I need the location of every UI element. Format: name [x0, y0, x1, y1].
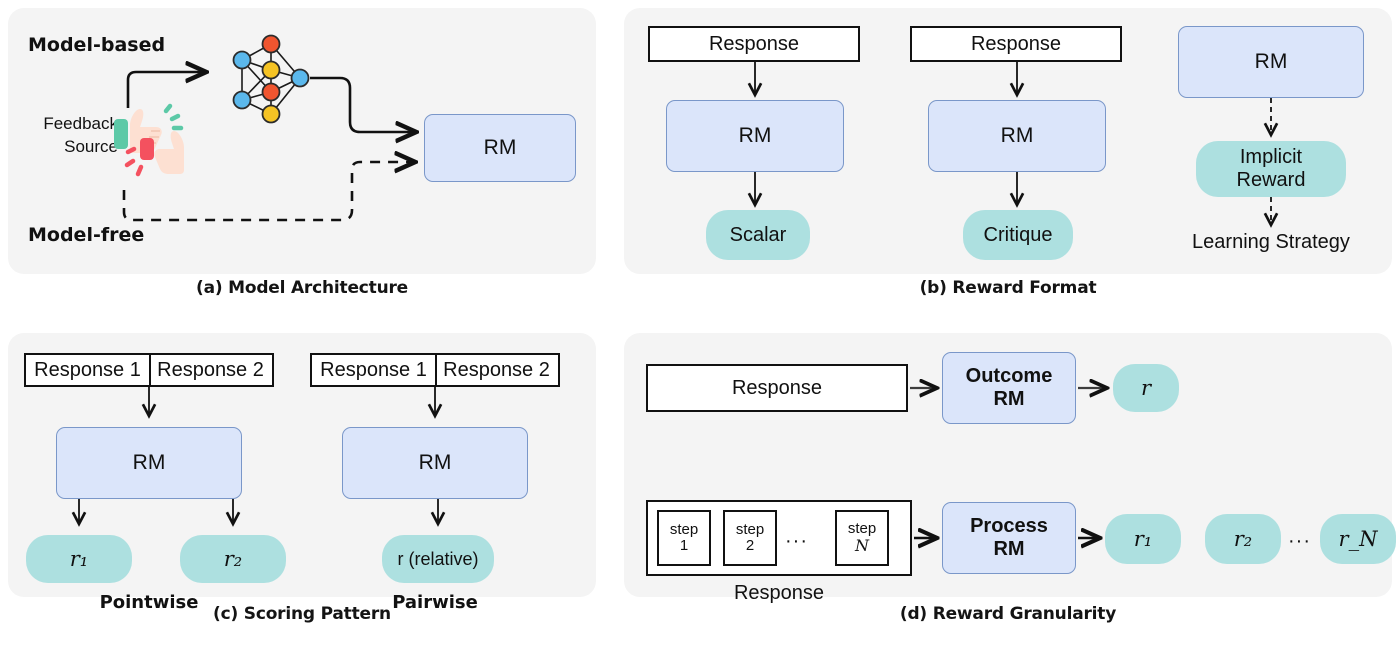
- label-feedback-source: Feedback Source: [6, 113, 118, 159]
- feedback-source-line-1: Feedback: [43, 114, 118, 133]
- step-box-2[interactable]: step 2: [723, 510, 777, 566]
- step-box-n-index: N: [855, 536, 869, 556]
- step-box-n-word: step: [847, 519, 877, 537]
- pointwise-label: Pointwise: [99, 592, 199, 613]
- implicit-reward-line-2: Reward: [1236, 169, 1306, 191]
- response-1-label-c1: Response 1: [34, 358, 141, 381]
- rm-box-a[interactable]: RM: [424, 114, 576, 182]
- reward-node-d1-r[interactable]: r: [1113, 364, 1179, 412]
- outcome-rm-line-2: RM: [993, 388, 1025, 410]
- response-2-label-c1: Response 2: [157, 358, 264, 381]
- step-box-1-word: step: [669, 520, 699, 538]
- outcome-rm-box[interactable]: Outcome RM: [942, 352, 1076, 424]
- step-box-2-index: 2: [745, 537, 755, 554]
- implicit-reward-node-b3[interactable]: Implicit Reward: [1196, 141, 1346, 197]
- rm-box-b1[interactable]: RM: [666, 100, 844, 172]
- caption-panel-c: (c) Scoring Pattern: [213, 604, 391, 624]
- rm-box-c1[interactable]: RM: [56, 427, 242, 499]
- caption-panel-b: (b) Reward Format: [919, 278, 1097, 298]
- process-rm-box[interactable]: Process RM: [942, 502, 1076, 574]
- reward-node-c1-r2[interactable]: r₂: [180, 535, 286, 583]
- response-2-label-c2: Response 2: [443, 358, 550, 381]
- learning-strategy-label-b3: Learning Strategy: [1192, 231, 1350, 253]
- step-box-2-word: step: [735, 520, 765, 538]
- response-pair-divider-c2: [435, 353, 438, 387]
- response-box-b2[interactable]: Response: [910, 26, 1122, 62]
- steps-ellipsis: ···: [785, 530, 808, 552]
- reward-node-c2-relative[interactable]: r (relative): [382, 535, 494, 583]
- reward-node-d2-r1[interactable]: r₁: [1105, 514, 1181, 564]
- response-pair-divider-c1: [149, 353, 152, 387]
- response-box-d1[interactable]: Response: [646, 364, 908, 412]
- label-model-free: Model-free: [28, 224, 145, 246]
- response-1-label-c2: Response 1: [320, 358, 427, 381]
- outcome-rm-line-1: Outcome: [965, 365, 1053, 387]
- rm-box-c2[interactable]: RM: [342, 427, 528, 499]
- reward-node-d2-rn[interactable]: r_N: [1320, 514, 1396, 564]
- reward-node-c1-r1[interactable]: r₁: [26, 535, 132, 583]
- pairwise-label: Pairwise: [392, 592, 478, 613]
- reward-node-d2-r2[interactable]: r₂: [1205, 514, 1281, 564]
- step-box-1[interactable]: step 1: [657, 510, 711, 566]
- response-label-d2: Response: [733, 582, 825, 604]
- feedback-source-line-2: Source: [64, 136, 118, 156]
- implicit-reward-line-1: Implicit: [1239, 146, 1303, 168]
- scalar-node-b1[interactable]: Scalar: [706, 210, 810, 260]
- rewards-ellipsis: ···: [1288, 530, 1311, 552]
- label-model-based: Model-based: [28, 34, 166, 56]
- caption-panel-d: (d) Reward Granularity: [899, 604, 1117, 624]
- rm-box-b3[interactable]: RM: [1178, 26, 1364, 98]
- response-box-b1[interactable]: Response: [648, 26, 860, 62]
- caption-panel-a: (a) Model Architecture: [196, 278, 408, 298]
- step-box-n[interactable]: step N: [835, 510, 889, 566]
- critique-node-b2[interactable]: Critique: [963, 210, 1073, 260]
- rm-box-b2[interactable]: RM: [928, 100, 1106, 172]
- step-box-1-index: 1: [679, 537, 689, 554]
- process-rm-line-1: Process: [970, 515, 1048, 537]
- process-rm-line-2: RM: [993, 538, 1025, 560]
